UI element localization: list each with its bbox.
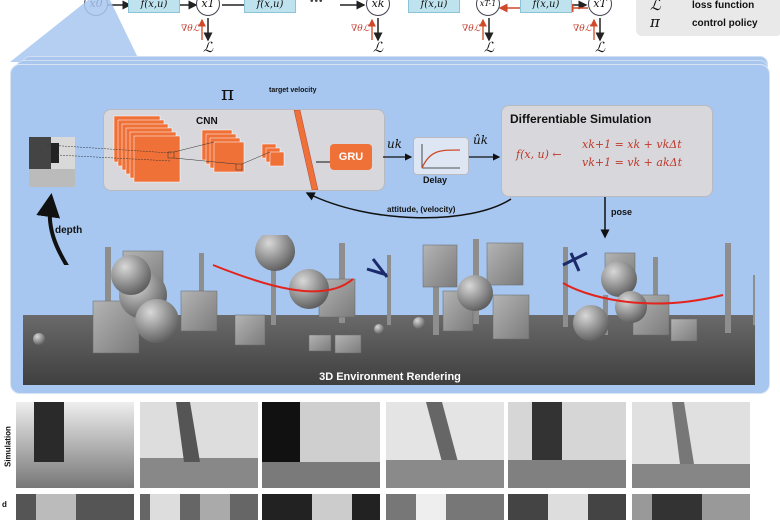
simulation-eq-position: xk+1 = xk + vkΔt — [582, 138, 682, 151]
pose-label: pose — [611, 207, 633, 217]
sim-depth-frame-4 — [386, 402, 504, 488]
depth-label: depth — [55, 225, 83, 236]
dynamics-box: f(x,u) — [128, 0, 180, 13]
legend-text: loss function — [692, 0, 755, 11]
legend: ℒ loss function π control policy — [636, 0, 780, 36]
sim-depth-frame-6 — [632, 402, 750, 488]
delay-box — [413, 137, 469, 175]
drone-icon — [562, 251, 588, 272]
real-depth-frame-1 — [16, 494, 134, 520]
simulation-row-label: Simulation — [0, 420, 14, 480]
zoom-wedge — [10, 0, 140, 62]
drone-icon — [366, 258, 389, 278]
loss-symbol: ℒ — [484, 40, 495, 56]
cnn-layers — [113, 110, 330, 190]
chain-ellipsis: ••• — [310, 0, 324, 7]
main-panel: 3D Environment Rendering π CNN — [10, 64, 770, 394]
delay-label: Delay — [423, 175, 448, 185]
loss-symbol: ℒ — [373, 40, 384, 56]
delay-curve — [421, 144, 461, 169]
real-depth-frame-3 — [262, 494, 380, 520]
simulation-eq-velocity: vk+1 = vk + akΔt — [582, 156, 682, 169]
dynamics-box: f(x,u) — [244, 0, 296, 13]
uk-label: uk — [387, 137, 402, 151]
target-velocity-label: target velocity — [269, 87, 317, 94]
simulation-f-label: f(x, u) ← — [516, 148, 562, 161]
gradient-label: ∇θℒ — [351, 24, 370, 34]
dynamics-box: f(x,u) — [520, 0, 572, 13]
real-depth-frame-2 — [140, 494, 258, 520]
real-depth-frame-5 — [508, 494, 626, 520]
sim-depth-frame-1 — [16, 402, 134, 488]
uk-hat-label: ûk — [473, 133, 488, 147]
policy-box: CNN GRU — [103, 109, 385, 191]
dynamics-box: f(x,u) — [408, 0, 460, 13]
legend-symbol: ℒ — [650, 0, 661, 14]
loss-symbol: ℒ — [203, 40, 214, 56]
gradient-label: ∇θℒ — [573, 24, 592, 34]
sim-depth-frame-3 — [262, 402, 380, 488]
cnn-label: CNN — [196, 116, 218, 127]
simulation-box: Differentiable Simulation f(x, u) ← xk+1… — [501, 105, 713, 197]
real-row-label: d — [2, 500, 7, 509]
loss-symbol: ℒ — [595, 40, 606, 56]
connector-lines — [36, 144, 610, 265]
gradient-label: ∇θℒ — [181, 24, 200, 34]
simulation-row-text: Simulation — [3, 426, 13, 467]
legend-text: control policy — [692, 18, 758, 29]
real-depth-frame-4 — [386, 494, 504, 520]
legend-symbol: π — [650, 13, 660, 31]
real-depth-frame-6 — [632, 494, 750, 520]
attitude-label: attitude, (velocity) — [387, 205, 456, 214]
sim-depth-frame-5 — [508, 402, 626, 488]
sim-depth-frame-2 — [140, 402, 258, 488]
simulation-title: Differentiable Simulation — [510, 112, 652, 126]
depth-input-image — [29, 137, 75, 187]
gradient-label: ∇θℒ — [462, 24, 481, 34]
gru-block: GRU — [330, 144, 372, 170]
policy-symbol: π — [221, 81, 235, 105]
environment-title: 3D Environment Rendering — [319, 371, 461, 383]
environment-render — [23, 235, 755, 385]
